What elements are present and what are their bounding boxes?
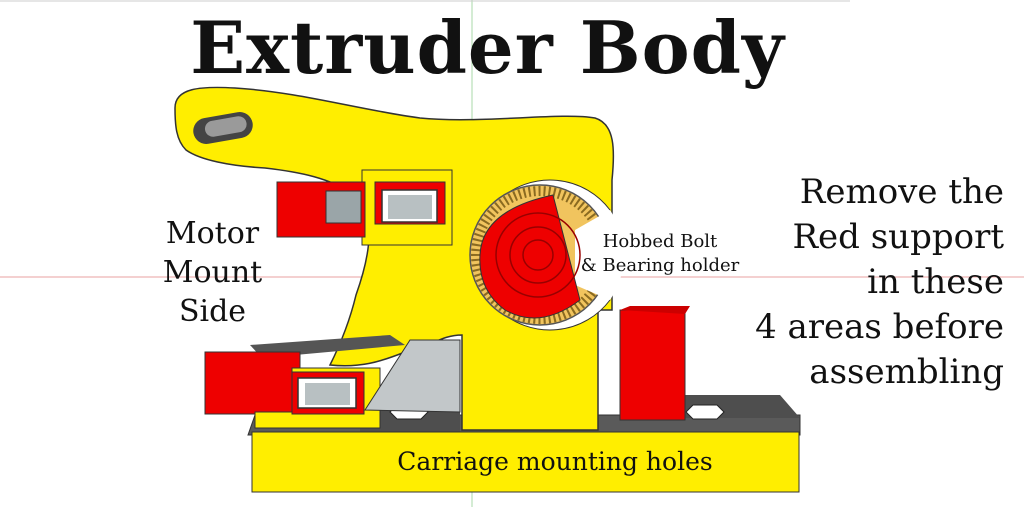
- bearing-ring-gap: [575, 210, 624, 300]
- ramp-block: [364, 339, 461, 413]
- instructions-label: Remove the Red support in these 4 areas …: [755, 170, 1004, 395]
- diagram-title: Extruder Body: [190, 5, 785, 90]
- hobbed-bolt-ring-3: [522, 239, 554, 271]
- hobbed-bolt-line-1: Hobbed Bolt: [602, 231, 718, 252]
- hobbed-bolt-ring-1: [495, 212, 581, 298]
- instructions-line-2: Red support: [792, 217, 1004, 257]
- hobbed-bolt-line-2: & Bearing holder: [580, 255, 740, 276]
- carriage-holes-label: Carriage mounting holes: [397, 447, 713, 476]
- lower-support-red: [204, 351, 301, 415]
- arm-slot-inner: [204, 116, 247, 137]
- hobbed-bolt-ring-2: [509, 226, 567, 284]
- motor-mount-label: Motor Mount Side: [140, 214, 285, 331]
- right-support-top: [620, 306, 690, 314]
- motor-mount-line-2: Mount: [162, 255, 263, 290]
- instructions-line-1: Remove the: [799, 172, 1004, 212]
- instructions-line-4: 4 areas before: [755, 307, 1004, 347]
- base-slab: [251, 431, 800, 493]
- upper-boss-window-inner: [388, 195, 432, 219]
- lower-boss-window-inner: [305, 383, 350, 405]
- right-support-red: [619, 309, 686, 421]
- instructions-line-5: assembling: [809, 352, 1004, 392]
- upper-support-window: [325, 190, 362, 224]
- motor-mount-line-1: Motor: [165, 216, 260, 251]
- mounting-hole-right: [685, 404, 725, 420]
- hobbed-bolt-label: Hobbed Bolt & Bearing holder: [565, 230, 755, 278]
- motor-mount-line-3: Side: [178, 294, 247, 329]
- hobbed-bolt-support-red: [479, 194, 581, 319]
- instructions-line-3: in these: [867, 262, 1004, 302]
